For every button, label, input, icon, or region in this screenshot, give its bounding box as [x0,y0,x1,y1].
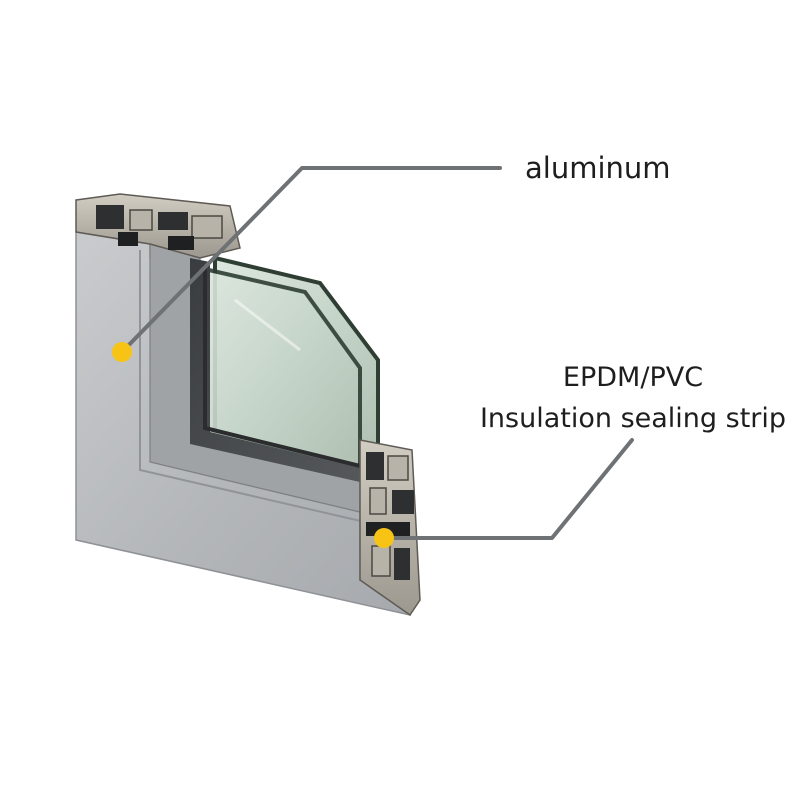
callout-seal-label: EPDM/PVC Insulation sealing strip [468,364,798,446]
marker-dot-aluminum [112,342,132,362]
callout-seal-line1: EPDM/PVC [562,362,704,393]
glass-reflection [234,298,301,352]
top-cross-section [75,193,241,259]
leader-line-seal [382,438,634,540]
right-cross-section [359,439,421,617]
callout-aluminum-label: aluminum [525,151,671,185]
callout-seal-line2: Insulation sealing strip [479,403,787,434]
marker-dot-seal [374,528,394,548]
leader-line-aluminum [120,166,502,354]
